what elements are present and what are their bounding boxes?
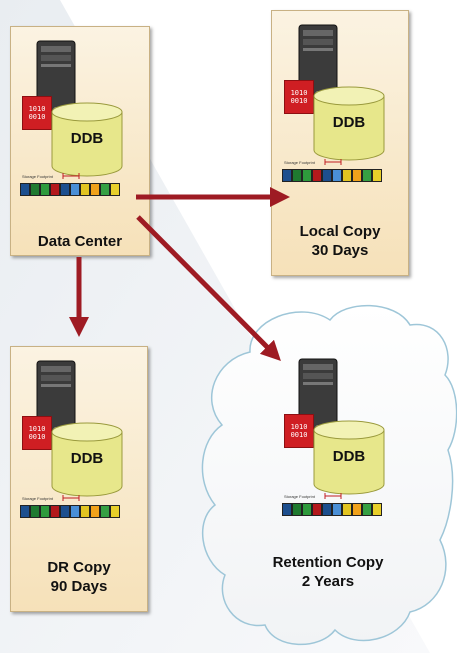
dr-copy-label-line-1: DR Copy xyxy=(47,559,111,576)
retention-copy-label-line-2: 2 Years xyxy=(301,573,355,590)
dr-copy-label-line-2: 90 Days xyxy=(50,578,108,595)
arrow-to-retention-copy xyxy=(136,215,281,361)
local-copy-label-line-1: Local Copy xyxy=(299,223,381,240)
data-center-label-line: Data Center xyxy=(37,233,123,250)
local-copy-label-line-2: 30 Days xyxy=(311,242,369,259)
data-center-label: Data Center xyxy=(11,232,149,251)
dr-copy-panel: DR Copy 90 Days xyxy=(10,346,148,612)
retention-copy-label-line-1: Retention Copy xyxy=(272,554,384,571)
local-copy-label: Local Copy 30 Days xyxy=(272,222,408,260)
retention-copy-label: Retention Copy 2 Years xyxy=(258,553,398,591)
dr-copy-label: DR Copy 90 Days xyxy=(11,558,147,596)
